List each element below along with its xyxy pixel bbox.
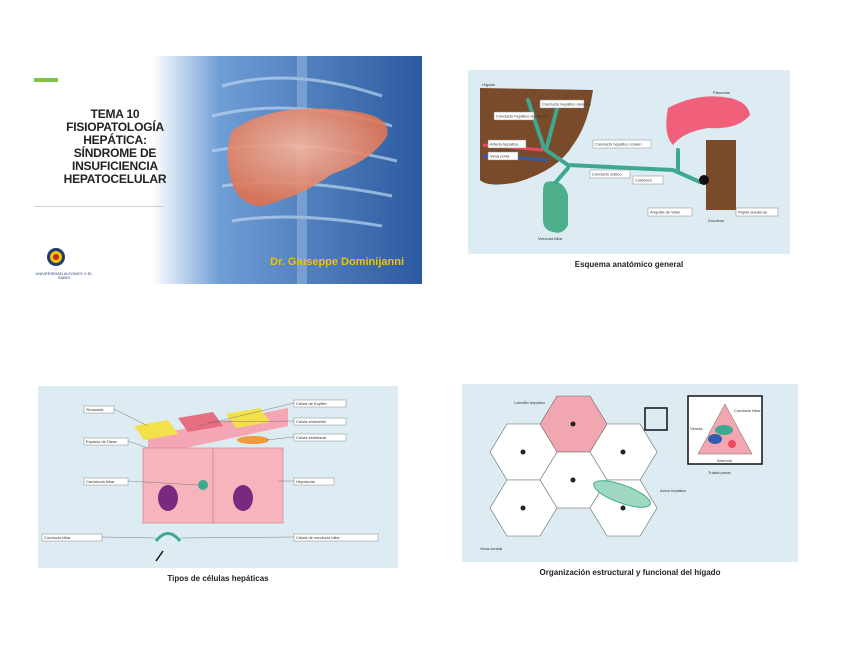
label-liver: Hígado xyxy=(482,82,496,87)
accent-bar xyxy=(34,78,58,82)
label-sinusoid: Sinusoide xyxy=(86,407,104,412)
label-endothelial: Célula endotelial xyxy=(296,419,326,424)
slide-title: TEMA 10 FISIOPATOLOGÍA HEPÁTICA: SÍNDROM… xyxy=(22,56,422,284)
venule-marker xyxy=(708,434,722,444)
label-kupffer: Célula de Kupffer xyxy=(296,401,328,406)
endothelial-cell xyxy=(178,412,223,432)
label-triad: Tríada portal xyxy=(708,470,731,475)
label-ampulla: Ampolla de Vater xyxy=(650,210,681,215)
label-cystic: Conducto cístico xyxy=(592,172,622,177)
kupffer-cell xyxy=(134,420,178,440)
arteriole-marker xyxy=(728,440,736,448)
acinus-shape xyxy=(593,480,651,508)
label-choledochus: Colédoco xyxy=(635,178,653,183)
bile-duct-marker xyxy=(715,425,733,435)
anatomy-diagram: Hígado Páncreas Duodeno Vesícula biliar … xyxy=(468,70,790,254)
label-artery: Arteria hepática xyxy=(490,142,519,147)
kupffer-cell-2 xyxy=(226,408,270,428)
divider xyxy=(34,206,164,207)
label-duodenum: Duodeno xyxy=(708,218,725,223)
bile-duct xyxy=(154,532,182,542)
caption-anatomy: Esquema anatómico general xyxy=(574,260,684,269)
label-central-vein: Vena central xyxy=(480,546,502,551)
label-common-duct: Conducto hepático común xyxy=(595,142,641,147)
label-venule: Vénula xyxy=(690,426,703,431)
gallbladder-shape xyxy=(543,181,568,233)
author-name: Dr. Giuseppe Dominijanni xyxy=(270,256,404,268)
caption-cell-types: Tipos de células hepáticas xyxy=(167,574,269,583)
bile-ducts xyxy=(526,98,702,184)
label-right-duct: Conducto hepático derecho xyxy=(542,102,592,107)
label-duct: Conducto biliar xyxy=(734,408,761,413)
cell-types-diagram: Sinusoide Espacio de Disse Canalículo bi… xyxy=(38,386,398,568)
caption-organization: Organización estructural y funcional del… xyxy=(539,568,721,577)
zoom-frame xyxy=(644,407,668,431)
nucleus-2 xyxy=(233,485,253,511)
label-gallbladder: Vesícula biliar xyxy=(538,236,563,241)
label-cholangiocyte: Célula de conducto biliar xyxy=(296,535,340,540)
duodenum-shape xyxy=(706,140,736,210)
label-pancreas: Páncreas xyxy=(713,90,730,95)
label-canaliculus: Canalículo biliar xyxy=(86,479,115,484)
label-acinus: Acino hepático xyxy=(660,488,687,493)
label-stellate: Célula estrellada xyxy=(296,435,327,440)
label-bile-duct: Conducto biliar xyxy=(44,535,71,540)
label-hepatocyte: Hepatocito xyxy=(296,479,316,484)
label-lobule: Lobulillo hepático xyxy=(514,400,546,405)
label-arteriole: Arteriola xyxy=(717,458,733,463)
ampulla-marker xyxy=(699,175,709,185)
nucleus-1 xyxy=(158,485,178,511)
label-papilla: Papila duodenal xyxy=(738,210,767,215)
university-name: UNIVERSIDAD ALFONSO X EL SABIO xyxy=(35,271,93,280)
stellate-cell xyxy=(237,436,269,444)
label-disse: Espacio de Disse xyxy=(86,439,118,444)
label-left-duct: Conducto hepático izquierdo xyxy=(496,114,547,119)
lobule-diagram: Lobulillo hepático Vena central Conducto… xyxy=(462,384,798,562)
slide-title-text: TEMA 10 FISIOPATOLOGÍA HEPÁTICA: SÍNDROM… xyxy=(63,107,167,186)
bile-canaliculus xyxy=(198,480,208,490)
university-seal-icon xyxy=(47,248,65,266)
label-vein: Vena porta xyxy=(490,154,510,159)
pancreas-shape xyxy=(666,96,750,145)
liver-xray-image xyxy=(152,56,422,284)
